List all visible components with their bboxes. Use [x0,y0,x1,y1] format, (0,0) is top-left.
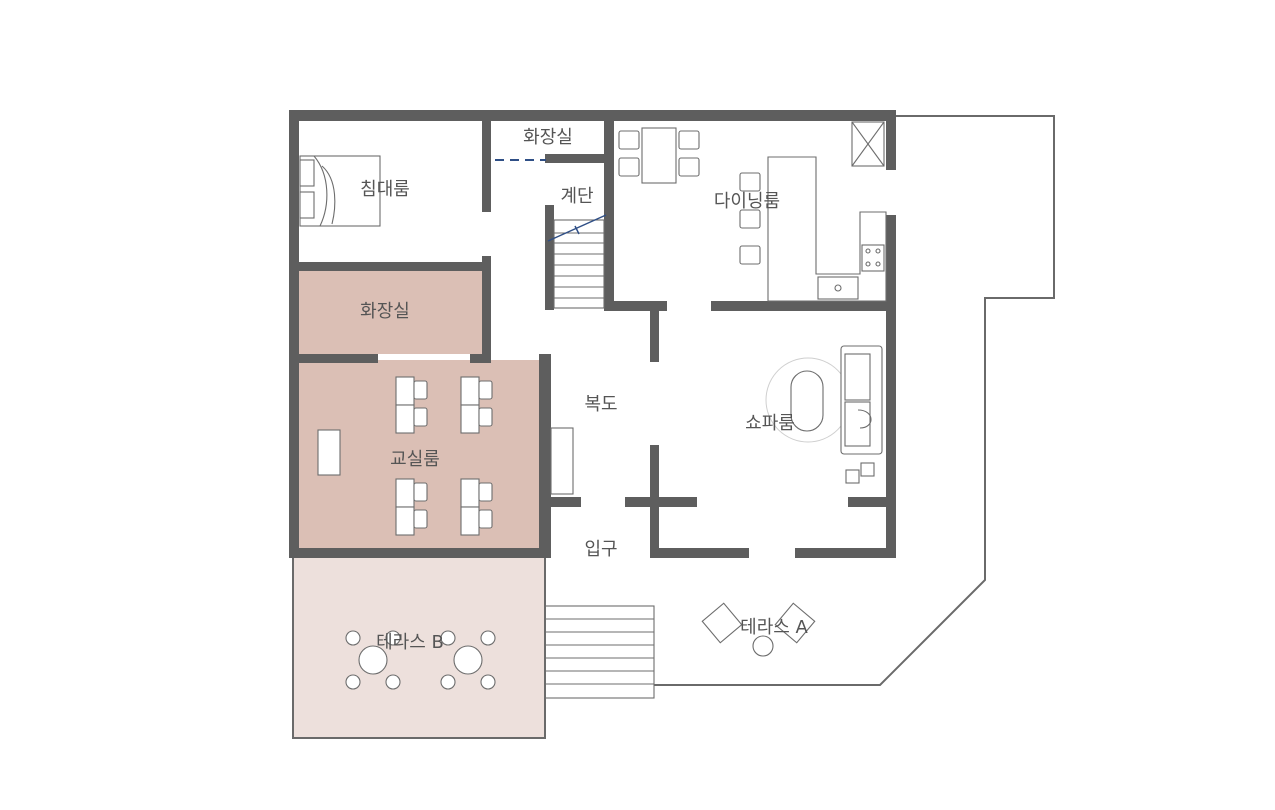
room-label-stairs: 계단 [560,186,593,207]
restroom-left-area [298,270,484,354]
room-label-sofa-room: 쇼파룸 [745,413,795,434]
interior-stairs [547,214,607,309]
walls [289,110,896,558]
room-label-entrance: 입구 [584,539,617,560]
exterior-stairs [544,605,655,699]
room-label-corridor: 복도 [584,394,617,415]
room-label-terrace-a: 테라스 A [740,617,808,638]
room-label-terrace-b: 테라스 B [376,632,444,653]
terrace-b-tables [345,630,496,690]
dining-set [618,127,700,184]
bed [299,155,381,227]
room-label-dining: 다이닝룸 [714,191,780,212]
kitchen [739,121,887,302]
room-label-bedroom: 침대룸 [360,179,410,200]
sofa-set [765,345,883,484]
terrace-a-lounge [701,602,816,657]
terrace-b-area [292,555,546,739]
room-label-restroom-top: 화장실 [523,127,573,148]
room-label-restroom-left: 화장실 [360,301,410,322]
classroom-furniture [317,376,493,536]
room-label-classroom: 교실룸 [390,449,440,470]
corridor-cabinet [550,427,574,495]
terrace-a-outline [654,115,1055,686]
